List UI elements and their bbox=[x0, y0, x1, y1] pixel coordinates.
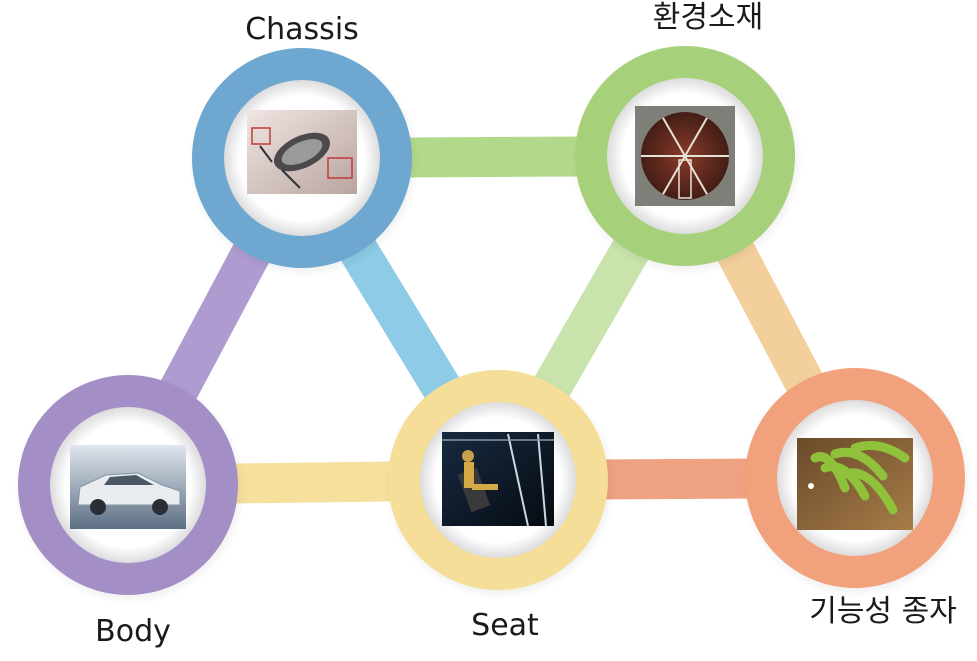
node-seed bbox=[741, 366, 973, 598]
node-label-body: Body bbox=[95, 614, 171, 649]
node-label-env: 환경소재 bbox=[652, 0, 764, 35]
node-label-seed: 기능성 종자 bbox=[809, 594, 957, 629]
green-peppers-image bbox=[797, 438, 913, 530]
industrial-filter-image bbox=[635, 106, 735, 206]
node-label-seat: Seat bbox=[471, 608, 539, 643]
sedan-car-image bbox=[70, 445, 186, 529]
node-body bbox=[14, 373, 246, 605]
node-env bbox=[571, 44, 803, 276]
node-label-chassis: Chassis bbox=[245, 12, 359, 47]
node-chassis bbox=[188, 46, 420, 278]
seat-test-image bbox=[442, 432, 554, 527]
car-chassis-image bbox=[247, 110, 357, 194]
nodes-layer bbox=[14, 44, 973, 605]
node-seat bbox=[384, 368, 616, 600]
